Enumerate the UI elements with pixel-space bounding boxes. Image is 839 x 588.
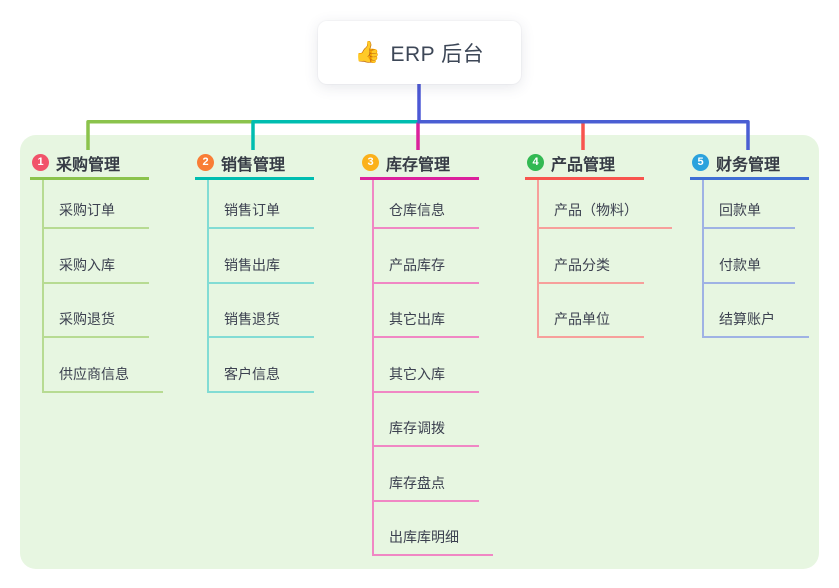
child-node[interactable]: 销售出库 — [209, 229, 314, 284]
branches-panel — [20, 135, 819, 569]
branch-number-badge: 2 — [197, 154, 214, 171]
child-node[interactable]: 产品（物料） — [539, 180, 672, 229]
child-node[interactable]: 仓库信息 — [374, 180, 479, 229]
child-node[interactable]: 库存盘点 — [374, 447, 479, 502]
root-node-erp[interactable]: 👍 ERP 后台 — [318, 21, 521, 84]
branch-number-badge: 1 — [32, 154, 49, 171]
child-node[interactable]: 结算账户 — [704, 284, 809, 338]
thumbs-up-icon: 👍 — [354, 40, 382, 64]
branch-children: 回款单付款单结算账户 — [702, 180, 809, 338]
child-node[interactable]: 回款单 — [704, 180, 795, 229]
branch-column-1: 1 采购管理 采购订单采购入库采购退货供应商信息 — [30, 148, 163, 393]
branch-title: 库存管理 — [386, 156, 451, 174]
branch-children: 产品（物料）产品分类产品单位 — [537, 180, 672, 338]
branch-title: 产品管理 — [551, 156, 616, 174]
branch-children: 仓库信息产品库存其它出库其它入库库存调拨库存盘点出库库明细 — [372, 180, 493, 556]
branch-column-3: 3 库存管理 仓库信息产品库存其它出库其它入库库存调拨库存盘点出库库明细 — [360, 148, 493, 556]
branch-header-4[interactable]: 4 产品管理 — [525, 148, 644, 180]
child-node[interactable]: 产品库存 — [374, 229, 479, 284]
branch-column-5: 5 财务管理 回款单付款单结算账户 — [690, 148, 809, 338]
branch-column-4: 4 产品管理 产品（物料）产品分类产品单位 — [525, 148, 672, 338]
child-node[interactable]: 采购订单 — [44, 180, 149, 229]
child-node[interactable]: 销售退货 — [209, 284, 314, 338]
child-node[interactable]: 销售订单 — [209, 180, 314, 229]
branch-header-3[interactable]: 3 库存管理 — [360, 148, 479, 180]
child-node[interactable]: 出库库明细 — [374, 502, 493, 556]
branch-number-badge: 3 — [362, 154, 379, 171]
child-node[interactable]: 库存调拨 — [374, 393, 479, 447]
branch-title: 财务管理 — [716, 156, 781, 174]
branch-header-1[interactable]: 1 采购管理 — [30, 148, 149, 180]
child-node[interactable]: 付款单 — [704, 229, 795, 284]
branch-title: 销售管理 — [221, 156, 286, 174]
branch-children: 采购订单采购入库采购退货供应商信息 — [42, 180, 163, 393]
child-node[interactable]: 供应商信息 — [44, 338, 163, 393]
branch-header-5[interactable]: 5 财务管理 — [690, 148, 809, 180]
child-node[interactable]: 采购退货 — [44, 284, 149, 338]
branch-number-badge: 5 — [692, 154, 709, 171]
branch-children: 销售订单销售出库销售退货客户信息 — [207, 180, 314, 393]
child-node[interactable]: 其它入库 — [374, 338, 479, 393]
branch-title: 采购管理 — [56, 156, 121, 174]
child-node[interactable]: 采购入库 — [44, 229, 149, 284]
branch-column-2: 2 销售管理 销售订单销售出库销售退货客户信息 — [195, 148, 314, 393]
branch-header-2[interactable]: 2 销售管理 — [195, 148, 314, 180]
child-node[interactable]: 其它出库 — [374, 284, 479, 338]
branch-number-badge: 4 — [527, 154, 544, 171]
child-node[interactable]: 产品分类 — [539, 229, 644, 284]
child-node[interactable]: 客户信息 — [209, 338, 314, 393]
root-node-label: ERP 后台 — [390, 42, 485, 66]
child-node[interactable]: 产品单位 — [539, 284, 644, 338]
